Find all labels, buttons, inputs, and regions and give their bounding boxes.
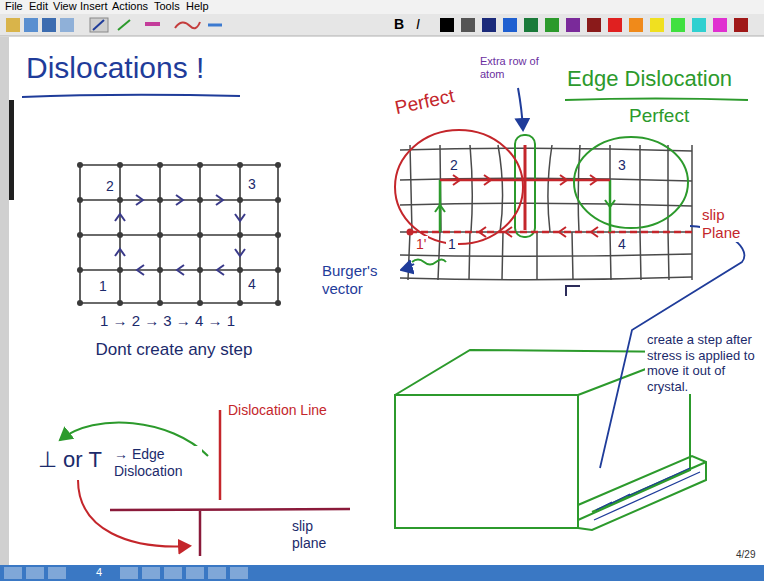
slip-plane-line <box>110 509 350 510</box>
part-label: slip Plane <box>700 206 754 242</box>
circuit-sequence: 1 → 2 → 3 → 4 → 1 <box>98 312 237 330</box>
menu-item: Tools <box>152 0 182 13</box>
extra-row-pointer <box>518 88 523 130</box>
region-ellipse <box>395 130 523 244</box>
page-number: 4 <box>94 566 104 579</box>
menu-item: Edit <box>27 0 50 13</box>
menu-item: Insert <box>78 0 110 13</box>
step-hatching <box>594 468 700 520</box>
color-palette <box>440 18 748 32</box>
note: create a step after stress is applied to… <box>645 332 761 394</box>
page-number: 4/29 <box>734 549 757 561</box>
left-marker <box>9 100 14 200</box>
circuit-end-dot <box>407 229 414 236</box>
distorted-lattice <box>400 145 692 280</box>
menu-item: Actions <box>110 0 150 13</box>
region-ellipse <box>574 137 688 228</box>
part-label: Extra row of atom <box>478 55 552 81</box>
burgers-bracket <box>412 260 446 265</box>
symbol-mark <box>566 286 580 296</box>
left-strip <box>0 37 9 565</box>
callout-number: 2 <box>448 157 460 174</box>
circuit-green-arrows <box>435 200 615 212</box>
region-heading: Perfect <box>627 105 691 128</box>
region-heading: Perfect <box>391 85 459 121</box>
note: Dont create any step <box>92 340 256 360</box>
burgers-circuit-arrows <box>115 195 245 275</box>
toolbar-button: I <box>414 16 422 33</box>
region-outline <box>393 128 525 246</box>
perfect-lattice <box>80 165 278 303</box>
perfect-region: Perfect <box>572 135 690 230</box>
part-label: Burger's vector <box>320 262 400 298</box>
region-outline <box>572 135 690 230</box>
callout-number: 3 <box>616 157 628 174</box>
title-underline <box>22 95 240 97</box>
callout-number: 2 <box>104 178 116 195</box>
page-thumbs <box>4 567 248 579</box>
half-plane-line <box>199 511 202 556</box>
callout-number: 1' <box>414 236 428 253</box>
callout-number: 1 <box>446 236 458 253</box>
toolbar-icons <box>6 18 222 32</box>
dislocation-line <box>219 410 222 500</box>
heading-underline <box>565 99 748 101</box>
menu-item: File <box>3 0 25 13</box>
lattice-atoms <box>77 162 281 306</box>
circuit-red <box>440 179 610 182</box>
callout-number: 4 <box>616 236 628 253</box>
menu-item: View <box>51 0 79 13</box>
tool-bar <box>0 14 764 36</box>
callout-number: 1 <box>97 278 109 295</box>
menu-item: Help <box>184 0 211 13</box>
menu-bar <box>0 0 764 14</box>
red-pointer <box>78 480 190 546</box>
toolbar-border <box>0 36 764 37</box>
part-label: Dislocation Line <box>226 402 329 419</box>
part-label: slip plane <box>290 518 340 552</box>
toolbar-button: B <box>392 16 406 33</box>
perfect-region: Perfect <box>393 128 525 246</box>
note: → Edge Dislocation <box>112 446 202 480</box>
slide-title: Dislocations ! <box>24 50 206 86</box>
slip-plane-dashed <box>410 231 692 234</box>
diagram-heading: Edge Dislocation <box>565 66 734 92</box>
circuit-green <box>440 180 610 232</box>
half-plane-outline <box>515 135 535 237</box>
callout-number: 4 <box>246 276 258 293</box>
page-bar <box>0 565 764 581</box>
circuit-red-arrows <box>453 175 598 237</box>
burgers-pointer <box>401 264 414 270</box>
callout-number: 3 <box>246 176 258 193</box>
symbol-note: ⊥ or T <box>36 447 104 473</box>
